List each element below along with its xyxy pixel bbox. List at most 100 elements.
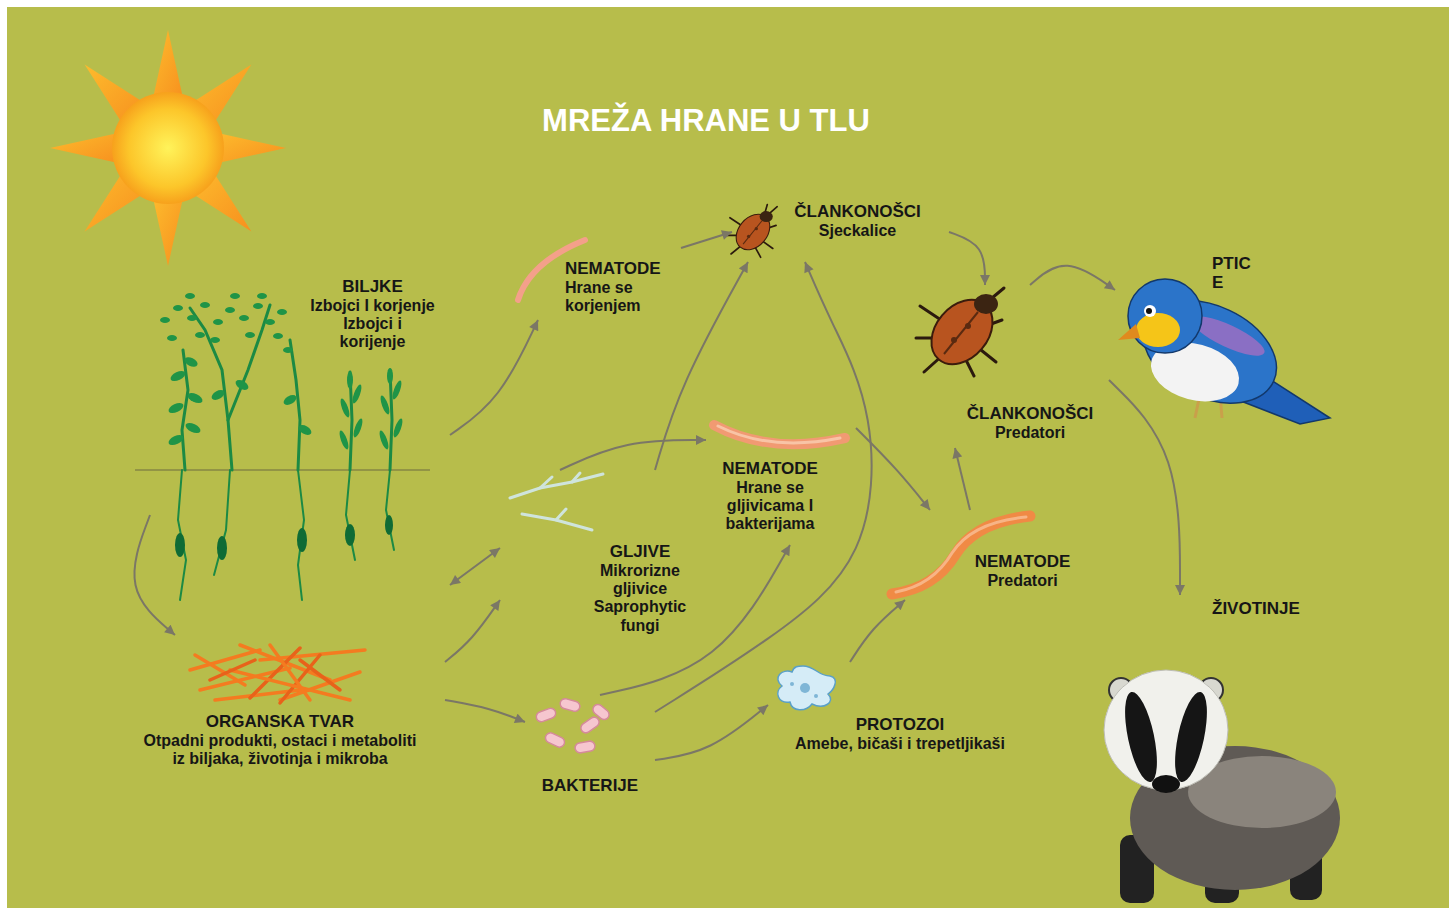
beetle-wing-line [743, 221, 762, 244]
leaf [184, 421, 202, 435]
bacteria [535, 698, 611, 754]
leaf [283, 347, 293, 353]
beetle-leg [755, 247, 761, 257]
root [386, 470, 394, 550]
background [7, 7, 1449, 908]
leaf [282, 393, 298, 407]
hypha [510, 474, 603, 498]
bird-head [1128, 279, 1202, 353]
leaf [273, 333, 283, 339]
leaf [339, 398, 351, 419]
root-tuber [297, 528, 307, 552]
leaf [265, 319, 275, 325]
node-label: PTIC E [1212, 255, 1251, 292]
root [346, 470, 355, 560]
node-heading: PTIC E [1212, 255, 1251, 292]
plant-stem [228, 305, 270, 420]
food-arrow [655, 705, 768, 760]
node-label: PROTOZOIAmebe, bičaši i trepetljikaši [780, 716, 1020, 753]
leaf [213, 319, 223, 325]
fungal-hyphae [510, 473, 603, 530]
node-description: Predatori [955, 424, 1105, 442]
amoeba-nucleus [800, 683, 810, 693]
leaf [338, 430, 350, 451]
beetle-spot [951, 337, 957, 343]
node-heading: NEMATODE [565, 260, 677, 279]
food-arrow [856, 428, 930, 510]
amoeba-vacuole [814, 694, 818, 698]
badger-stripe [1169, 689, 1214, 784]
node-description: Amebe, bičaši i trepetljikaši [780, 735, 1020, 753]
node-heading: BAKTERIJE [535, 777, 645, 796]
sun-ray [153, 196, 184, 266]
node-heading: NEMATODE [965, 553, 1080, 572]
node-label: GLJIVEMikrorizne gljivice Saprophytic fu… [585, 543, 695, 635]
bird [1118, 279, 1330, 424]
bacterium [591, 702, 611, 721]
root [214, 470, 230, 575]
bacterium [574, 740, 595, 753]
leaf [210, 337, 220, 343]
leaf [245, 332, 255, 338]
leaf [277, 309, 287, 315]
node-label: NEMATODEHrane se gljivicama I bakterijam… [710, 460, 830, 534]
root-tuber [217, 536, 227, 560]
badger-stripe [1119, 689, 1164, 784]
sun-ray [153, 30, 184, 100]
food-arrow [655, 262, 748, 470]
beetle-wing-line [944, 312, 978, 354]
leaf [257, 293, 267, 299]
food-arrow [1109, 380, 1180, 595]
soil-line [135, 469, 430, 470]
sun-disk [112, 92, 224, 204]
bacterium [579, 715, 601, 735]
leaf [253, 303, 263, 309]
leaf [187, 315, 197, 321]
organism-node: PROTOZOIAmebe, bičaši i trepetljikaši [768, 662, 1030, 757]
organism-node: GLJIVEMikrorizne gljivice Saprophytic fu… [500, 470, 699, 642]
food-arrow [949, 232, 985, 285]
diagram-title: MREŽA HRANE U TLU [406, 104, 1006, 138]
bird-face [1136, 313, 1180, 347]
bacterium [544, 731, 566, 749]
beetle-antenna [770, 207, 778, 214]
beetle-head [974, 294, 998, 314]
node-heading: ČLANKONOŠCI [770, 203, 945, 222]
node-label: BAKTERIJE [535, 777, 645, 796]
node-label: ORGANSKA TVAROtpadni produkti, ostaci i … [140, 713, 420, 768]
badger-nose [1152, 775, 1180, 793]
plant-stem [182, 350, 188, 470]
leaf [185, 293, 195, 299]
connector-group [134, 232, 1180, 760]
beetle-head [760, 211, 773, 222]
beetle-spot [965, 323, 971, 329]
leaf [200, 302, 210, 308]
food-arrow [450, 320, 538, 435]
leaf [234, 378, 250, 392]
organism-node: NEMATODEHrane se gljivicama I bakterijam… [706, 400, 856, 545]
food-arrow [655, 262, 872, 712]
leaf [351, 384, 363, 405]
leaf [239, 315, 249, 321]
badger-head [1104, 670, 1228, 790]
food-arrow [850, 600, 905, 662]
hypha [556, 509, 566, 520]
leaf [392, 418, 404, 439]
nematode-highlight [718, 426, 840, 443]
root-tuber [385, 515, 393, 535]
leaf [391, 380, 403, 401]
leaf [167, 433, 185, 447]
food-arrow [955, 448, 970, 510]
root-tuber [175, 533, 185, 557]
node-label: NEMATODEHrane se korjenjem [565, 260, 677, 315]
food-arrow [1030, 266, 1115, 290]
leaf [169, 369, 187, 383]
organism-node: BILJKEIzbojci I korjenje Izbojci i korij… [150, 274, 450, 610]
leaf [230, 293, 240, 299]
food-arrow [445, 600, 500, 662]
amoeba [778, 666, 836, 710]
leaf [186, 391, 204, 405]
node-heading: ŽIVOTINJE [1212, 600, 1337, 619]
beetle [916, 288, 1005, 377]
hypha [540, 477, 552, 488]
